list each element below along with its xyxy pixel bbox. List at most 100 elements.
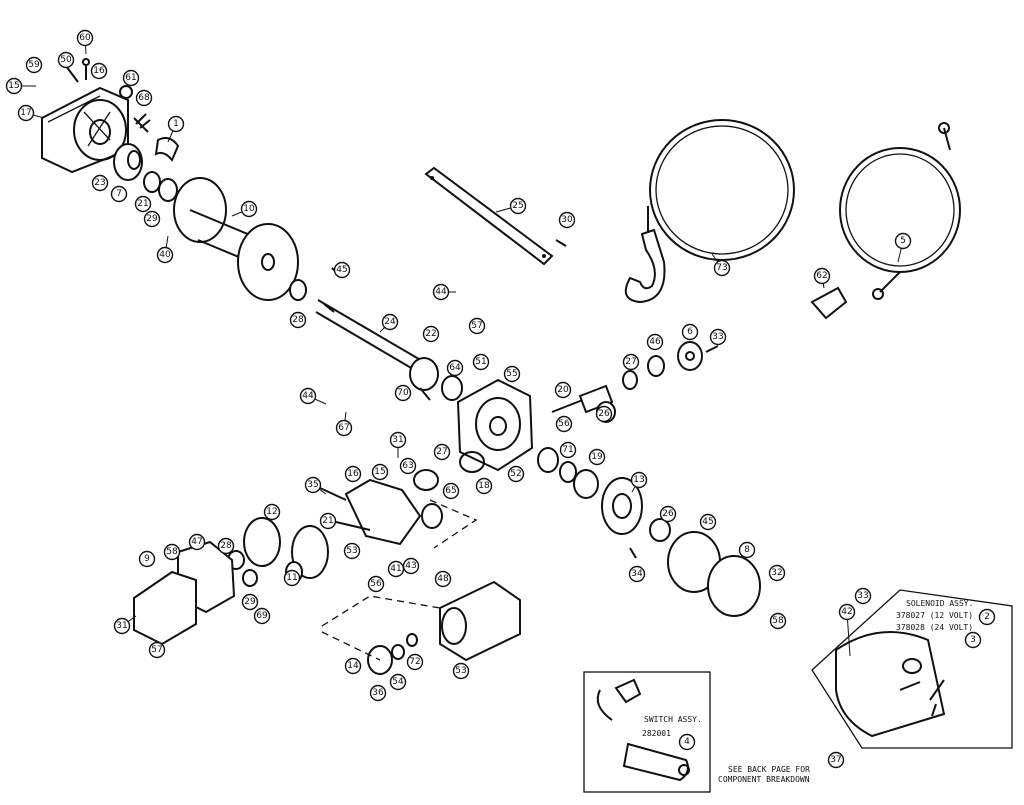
callout: 17	[17, 104, 45, 122]
svg-text:COMPONENT BREAKDOWN: COMPONENT BREAKDOWN	[718, 775, 810, 784]
svg-text:57: 57	[471, 321, 482, 331]
callout: 4	[678, 733, 696, 751]
svg-text:31: 31	[116, 621, 127, 631]
svg-text:48: 48	[437, 574, 449, 584]
callout: 10	[231, 200, 258, 218]
svg-text:SWITCH ASSY.: SWITCH ASSY.	[644, 715, 702, 724]
callout: 15	[371, 463, 389, 481]
svg-text:50: 50	[60, 55, 72, 65]
callout: 21	[134, 195, 152, 213]
callout: 9	[138, 550, 156, 568]
back-page-note: SEE BACK PAGE FOR COMPONENT BREAKDOWN	[718, 765, 810, 784]
svg-text:28: 28	[220, 541, 232, 551]
callout: 8	[738, 541, 756, 559]
callout: 30	[558, 211, 576, 229]
svg-text:7: 7	[116, 189, 122, 199]
callout: 31	[389, 431, 407, 458]
switch-note: SWITCH ASSY. 282001	[642, 715, 702, 738]
svg-text:55: 55	[506, 369, 517, 379]
svg-text:23: 23	[94, 178, 105, 188]
callout: 48	[434, 570, 452, 588]
svg-text:16: 16	[93, 66, 105, 76]
callout: 28	[217, 537, 235, 555]
svg-text:52: 52	[510, 469, 521, 479]
callout: 45	[333, 261, 351, 279]
solenoid-note: SOLENOID ASSY. 378027 (12 VOLT) 378028 (…	[896, 599, 973, 632]
svg-text:27: 27	[625, 357, 636, 367]
svg-text:3: 3	[970, 635, 976, 645]
svg-text:72: 72	[409, 657, 420, 667]
callout: 14	[344, 657, 362, 675]
svg-text:53: 53	[455, 666, 466, 676]
svg-text:10: 10	[243, 204, 255, 214]
svg-text:37: 37	[830, 755, 841, 765]
callout: 60	[76, 29, 94, 55]
svg-text:9: 9	[144, 554, 150, 564]
callout: 45	[699, 513, 717, 531]
svg-text:32: 32	[771, 568, 782, 578]
svg-text:SOLENOID ASSY.: SOLENOID ASSY.	[906, 599, 973, 608]
callout: 26	[595, 405, 613, 423]
svg-text:35: 35	[307, 480, 318, 490]
callout: 34	[628, 565, 646, 583]
gear-housing	[456, 378, 534, 473]
svg-text:31: 31	[392, 435, 403, 445]
svg-text:28: 28	[292, 315, 304, 325]
callout: 57	[148, 641, 166, 659]
callout: 16	[90, 62, 108, 80]
callout: 61	[122, 69, 140, 87]
callout: 16	[344, 465, 362, 483]
callout: 25	[495, 197, 527, 215]
callout: 24	[379, 313, 399, 333]
svg-text:24: 24	[384, 317, 396, 327]
callout: 21	[319, 512, 337, 530]
svg-text:26: 26	[662, 509, 674, 519]
callout: 64	[446, 359, 464, 377]
svg-text:26: 26	[598, 409, 610, 419]
callout: 7	[110, 185, 128, 203]
callout: 11	[283, 569, 301, 587]
svg-text:11: 11	[286, 573, 297, 583]
callout: 29	[143, 210, 161, 228]
svg-text:27: 27	[436, 447, 447, 457]
svg-text:61: 61	[125, 73, 136, 83]
svg-text:33: 33	[857, 591, 868, 601]
svg-text:25: 25	[512, 201, 523, 211]
svg-text:40: 40	[159, 250, 171, 260]
svg-text:29: 29	[146, 214, 158, 224]
svg-text:44: 44	[302, 391, 314, 401]
right-gear-train	[537, 447, 761, 617]
svg-text:16: 16	[347, 469, 359, 479]
callout: 29	[241, 593, 259, 611]
callout: 3	[964, 631, 982, 649]
svg-text:8: 8	[744, 545, 750, 555]
svg-text:43: 43	[405, 561, 416, 571]
svg-text:70: 70	[397, 388, 409, 398]
svg-text:56: 56	[558, 419, 570, 429]
callout: 15	[5, 77, 36, 95]
callout: 33	[854, 587, 872, 605]
callout: 62	[813, 267, 831, 289]
callout: 55	[503, 365, 521, 383]
callout: 1	[167, 115, 185, 143]
svg-text:67: 67	[338, 423, 349, 433]
callout: 72	[406, 653, 424, 671]
svg-text:29: 29	[244, 597, 256, 607]
callout: 73	[711, 253, 731, 277]
callout: 37	[827, 751, 845, 769]
svg-text:73: 73	[716, 263, 727, 273]
battery-cable	[810, 122, 961, 320]
svg-text:34: 34	[631, 569, 643, 579]
svg-text:20: 20	[557, 385, 569, 395]
callout: 57	[468, 317, 486, 335]
callout: 44	[432, 283, 456, 301]
motor	[367, 580, 521, 675]
callout: 69	[253, 607, 271, 625]
svg-text:378027 (12 VOLT): 378027 (12 VOLT)	[896, 611, 973, 620]
svg-text:69: 69	[256, 611, 268, 621]
callout: 13	[630, 471, 648, 493]
drum-shaft	[289, 267, 463, 401]
svg-text:1: 1	[173, 119, 179, 129]
callout: 6	[681, 323, 699, 341]
svg-text:57: 57	[151, 645, 162, 655]
